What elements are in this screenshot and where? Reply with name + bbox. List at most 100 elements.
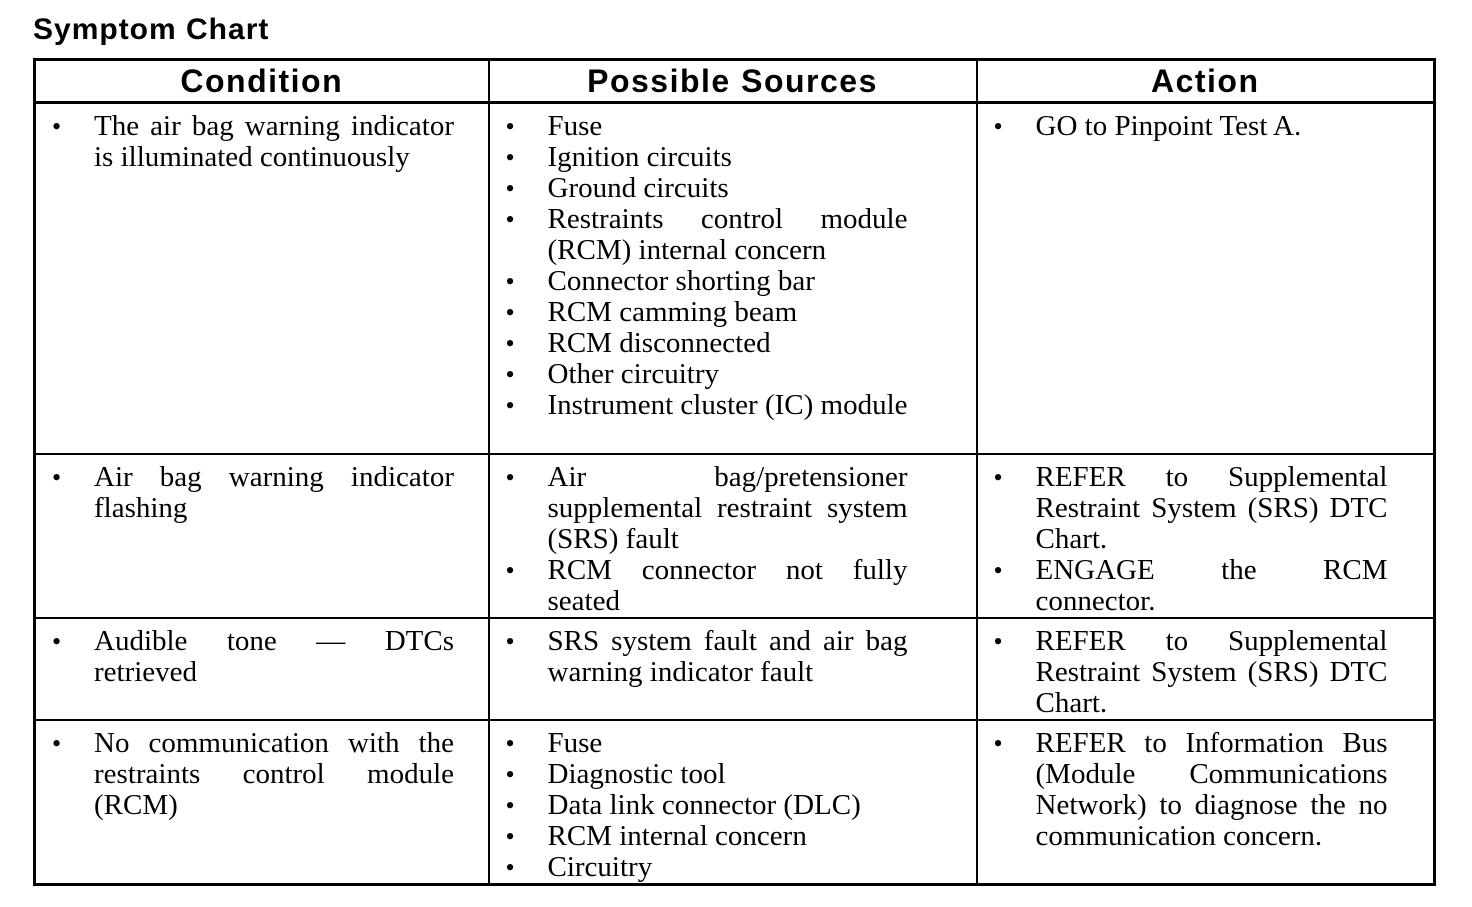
bullet-text: Audible tone — DTCs retrieved [94, 624, 454, 688]
bullet-item: • Fuse [505, 726, 908, 759]
bullet-icon: • [993, 555, 1003, 585]
bullet-item: • ENGAGE the RCM connector. [993, 553, 1388, 617]
condition-cell: • Air bag warning indicator flashing [33, 452, 490, 619]
bullet-icon: • [52, 112, 62, 141]
bullet-icon: • [505, 360, 515, 389]
bullet-item: • REFER to Information Bus (Module Commun… [993, 726, 1388, 852]
bullet-icon: • [993, 626, 1003, 656]
bullet-icon: • [52, 728, 62, 758]
bullet-text: Connector shorting bar [547, 265, 815, 297]
bullet-icon: • [993, 462, 1003, 492]
bullet-item: • Circuitry [505, 850, 908, 883]
bullet-icon: • [505, 329, 515, 358]
bullet-text: RCM connector not fully seated [547, 553, 908, 617]
bullet-text: Data link connector (DLC) [547, 788, 861, 821]
column-header-possible-sources: Possible Sources [487, 58, 978, 104]
bullet-text: The air bag warning indicator is illumin… [94, 110, 454, 173]
bullet-icon: • [993, 728, 1003, 758]
bullet-text: Restraints control module (RCM) internal… [547, 203, 908, 266]
bullet-item: • Connector shorting bar [506, 266, 908, 297]
action-cell: • REFER to Information Bus (Module Commun… [975, 718, 1436, 885]
bullet-icon: • [52, 462, 62, 492]
bullet-item: • Other circuitry [506, 359, 908, 390]
bullet-text: RCM camming beam [547, 296, 798, 328]
bullet-icon: • [993, 112, 1003, 141]
bullet-item: • GO to Pinpoint Test A. [994, 111, 1388, 142]
condition-cell: • No communication with the restraints co… [33, 718, 490, 885]
bullet-text: RCM internal concern [547, 819, 807, 852]
bullet-icon: • [505, 143, 515, 172]
sources-cell: • Air bag/pretensioner supplemental restr… [487, 452, 978, 619]
action-cell: • REFER to Supplemental Restraint System … [975, 616, 1436, 721]
bullet-icon: • [505, 852, 515, 882]
bullet-text: RCM disconnected [547, 327, 771, 359]
bullet-text: Ignition circuits [547, 141, 732, 173]
bullet-item: • Audible tone — DTCs retrieved [52, 624, 454, 688]
bullet-item: • Diagnostic tool [505, 757, 908, 790]
bullet-text: Air bag/pretensioner supplemental restra… [547, 460, 908, 555]
bullet-text: Fuse [547, 110, 603, 142]
symptom-table-body: • The air bag warning indicator is illumi… [33, 101, 1436, 885]
table-row: • Audible tone — DTCs retrieved • SRS syste… [33, 616, 1436, 721]
bullet-item: • Instrument cluster (IC) module [506, 390, 908, 421]
column-header-action: Action [975, 58, 1436, 104]
bullet-icon: • [505, 626, 515, 656]
bullet-item: • Air bag warning indicator flashing [52, 460, 454, 524]
bullet-icon: • [505, 205, 515, 234]
condition-cell: • The air bag warning indicator is illumi… [33, 101, 490, 455]
sources-cell: •Fuse•Ignition circuits•Ground circuits•… [487, 101, 978, 455]
action-cell: • REFER to Supplemental Restraint System … [975, 452, 1436, 619]
bullet-text: Instrument cluster (IC) module [547, 389, 908, 421]
bullet-item: • Fuse [506, 111, 908, 142]
bullet-icon: • [505, 174, 515, 203]
bullet-item: • REFER to Supplemental Restraint System … [993, 460, 1388, 555]
bullet-text: SRS system fault and air bag warning ind… [547, 624, 908, 688]
bullet-item: • Ignition circuits [506, 142, 908, 173]
bullet-item: • RCM disconnected [506, 328, 908, 359]
bullet-text: REFER to Supplemental Restraint System (… [1035, 624, 1388, 719]
bullet-item: • Restraints control module (RCM) interna… [506, 204, 908, 266]
bullet-text: Ground circuits [547, 172, 729, 204]
bullet-item: • Data link connector (DLC) [505, 788, 908, 821]
bullet-item: • SRS system fault and air bag warning in… [505, 624, 908, 688]
bullet-item: • RCM camming beam [506, 297, 908, 328]
page-title: Symptom Chart [33, 13, 270, 46]
bullet-item: • The air bag warning indicator is illumi… [52, 111, 454, 173]
table-row: • The air bag warning indicator is illumi… [33, 101, 1436, 455]
bullet-item: • Ground circuits [506, 173, 908, 204]
bullet-text: GO to Pinpoint Test A. [1035, 110, 1302, 142]
bullet-item: • RCM internal concern [505, 819, 908, 852]
bullet-icon: • [505, 790, 515, 820]
bullet-item: • RCM connector not fully seated [505, 553, 908, 617]
symptom-chart-table: Condition Possible Sources Action • The a… [33, 58, 1436, 886]
table-row: • No communication with the restraints co… [33, 718, 1436, 885]
bullet-text: Circuitry [547, 850, 653, 883]
sources-cell: • Fuse • Diagnostic tool • Data link connecto… [487, 718, 978, 885]
condition-cell: • Audible tone — DTCs retrieved [33, 616, 490, 721]
bullet-icon: • [505, 821, 515, 851]
table-row: • Air bag warning indicator flashing • Air … [33, 452, 1436, 619]
bullet-icon: • [505, 298, 515, 327]
table-header-row: Condition Possible Sources Action [33, 58, 1436, 104]
sources-cell: • SRS system fault and air bag warning in… [487, 616, 978, 721]
bullet-icon: • [505, 759, 515, 789]
bullet-text: REFER to Information Bus (Module Communi… [1035, 726, 1388, 852]
action-cell: • GO to Pinpoint Test A. [975, 101, 1436, 455]
bullet-text: REFER to Supplemental Restraint System (… [1035, 460, 1388, 555]
bullet-text: No communication with the restraints con… [94, 726, 454, 821]
bullet-text: ENGAGE the RCM connector. [1035, 553, 1388, 617]
bullet-text: Other circuitry [547, 358, 720, 390]
bullet-icon: • [505, 555, 515, 585]
bullet-icon: • [505, 391, 515, 420]
bullet-icon: • [505, 728, 515, 758]
bullet-icon: • [505, 267, 515, 296]
bullet-icon: • [505, 462, 515, 492]
bullet-text: Diagnostic tool [547, 757, 726, 790]
bullet-text: Fuse [547, 726, 603, 759]
bullet-icon: • [52, 626, 62, 656]
bullet-icon: • [505, 112, 515, 141]
bullet-text: Air bag warning indicator flashing [94, 460, 454, 524]
bullet-item: • No communication with the restraints co… [52, 726, 454, 821]
bullet-item: • REFER to Supplemental Restraint System … [993, 624, 1388, 719]
column-header-condition: Condition [33, 58, 490, 104]
